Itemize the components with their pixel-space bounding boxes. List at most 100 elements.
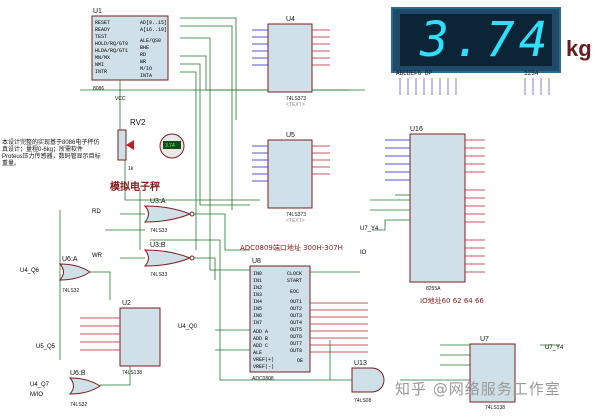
u8-pin-in3: IN3 bbox=[253, 292, 262, 298]
u3a-ref: U3:A bbox=[150, 198, 166, 205]
u6a-type: 74LS32 bbox=[62, 288, 79, 294]
net-wr: WR bbox=[92, 253, 102, 259]
u8-pin-vrefn: VREF(-) bbox=[253, 364, 274, 370]
u8-pin-out5: OUT5 bbox=[290, 327, 302, 333]
u8-pin-start: START bbox=[287, 278, 302, 284]
u1-type: 8086 bbox=[93, 86, 104, 92]
vcc-label: VCC bbox=[115, 96, 126, 102]
u6a-or-gate[interactable]: U6:A 74LS32 bbox=[58, 256, 91, 294]
u13-ref: U13 bbox=[354, 360, 367, 367]
title-analog-scale: 模拟电子秤 bbox=[110, 182, 160, 193]
u7-type: 74LS138 bbox=[485, 405, 505, 411]
net-u7-y4: U7_Y4 bbox=[545, 345, 564, 351]
u8-pin-vrefp: VREF(+) bbox=[253, 357, 274, 363]
u1-pin-mio: M/IO bbox=[140, 66, 152, 72]
rv2-ref: RV2 bbox=[130, 118, 146, 127]
u5-74ls373-chip[interactable]: U5 74LS373 <TEXT> bbox=[267, 132, 313, 224]
u6a-ref: U6:A bbox=[62, 256, 78, 263]
watermark: 知乎 @网络服务工作室 bbox=[395, 380, 561, 398]
net-u5-q5: U5_Q5 bbox=[36, 344, 56, 350]
display-digit-label: 1234 bbox=[524, 70, 539, 77]
u8-adc0808-chip[interactable]: U8 ADC0808 IN0 IN1 IN2 IN3 IN4 IN5 IN6 I… bbox=[249, 258, 311, 382]
u8-pin-oe: OE bbox=[297, 358, 303, 364]
net-m-io: M/IO bbox=[30, 392, 43, 398]
u3b-nor-gate[interactable]: U3:B 74LS33 bbox=[143, 242, 195, 278]
u8-pin-clock: CLOCK bbox=[287, 271, 302, 277]
u8-pin-in1: IN1 bbox=[253, 278, 262, 284]
net-u8-y4: U7_Y4 bbox=[360, 226, 379, 232]
u1-pin-intr: INTR bbox=[95, 69, 107, 75]
u1-pin-ready: READY bbox=[95, 27, 110, 33]
u8-pin-adda: ADD A bbox=[253, 329, 268, 335]
u1-pin-nmi: NMI bbox=[95, 62, 104, 68]
u8-pin-in7: IN7 bbox=[253, 320, 262, 326]
bus-lines bbox=[252, 29, 410, 182]
net-u4-q7: U4_Q7 bbox=[30, 382, 50, 388]
seven-seg-display bbox=[391, 7, 561, 95]
u3a-nor-gate[interactable]: U3:A 74LS33 bbox=[143, 198, 195, 234]
u1-pin-wr: WR bbox=[140, 59, 146, 65]
u13-and-gate[interactable]: U13 74LS08 bbox=[351, 360, 385, 404]
u1-pin-ad: AD[0..15] bbox=[140, 20, 167, 26]
u2-type: 74LS138 bbox=[122, 370, 142, 376]
u8-pin-out8: OUT8 bbox=[290, 348, 302, 354]
u7-ref: U7 bbox=[480, 336, 489, 343]
u1-pin-test: TEST bbox=[95, 34, 107, 40]
u1-pin-inta: INTA bbox=[140, 73, 152, 79]
u5-text: <TEXT> bbox=[286, 218, 305, 224]
u1-pin-rd: RD bbox=[140, 52, 146, 58]
u16-8255a-chip[interactable]: U16 8255A bbox=[409, 126, 466, 292]
u6b-or-gate[interactable]: U6:B 74LS32 bbox=[68, 370, 101, 408]
u4-type: 74LS373 bbox=[286, 96, 306, 102]
u8-pin-eoc: EOC bbox=[290, 289, 299, 295]
u1-8086-chip[interactable]: U1 8086 RESET READY TEST HOLD/RQ/GT0 HLD… bbox=[91, 8, 169, 92]
u1-pin-ale: ALE/QS0 bbox=[140, 38, 161, 44]
u8-pin-in5: IN5 bbox=[253, 306, 262, 312]
net-u4-q6: U4_Q6 bbox=[20, 268, 40, 274]
adc-address-label: ADC0809端口地址 300H-307H bbox=[240, 244, 343, 252]
u3b-ref: U3:B bbox=[150, 242, 166, 249]
u8-pin-out1: OUT1 bbox=[290, 299, 302, 305]
u8-pin-ale: ALE bbox=[253, 350, 262, 356]
u2-74ls138-chip[interactable]: U2 74LS138 bbox=[119, 300, 161, 376]
u8-type: ADC0808 bbox=[252, 376, 274, 382]
u8-pin-out2: OUT2 bbox=[290, 306, 302, 312]
net-io: IO bbox=[360, 250, 367, 256]
display-seg-label: ABCDEFG DP bbox=[396, 70, 433, 77]
u8-pin-out7: OUT7 bbox=[290, 341, 302, 347]
u1-ref: U1 bbox=[93, 8, 102, 15]
net-rd: RD bbox=[92, 209, 101, 215]
display-unit: kg bbox=[566, 36, 592, 61]
rv2-potentiometer[interactable]: RV2 1k VCC bbox=[115, 96, 146, 172]
u6b-type: 74LS32 bbox=[70, 402, 87, 408]
u4-text: <TEXT> bbox=[286, 102, 305, 108]
u4-74ls373-chip[interactable]: U4 74LS373 <TEXT> bbox=[267, 16, 313, 108]
u1-pin-hold: HOLD/RQ/GT0 bbox=[95, 41, 128, 47]
u8-ref: U8 bbox=[252, 258, 261, 265]
u6b-ref: U6:B bbox=[70, 370, 86, 377]
red-pin-lines bbox=[80, 29, 485, 353]
u8-pin-addb: ADD B bbox=[253, 336, 268, 342]
u5-type: 74LS373 bbox=[286, 212, 306, 218]
u1-pin-hlda: HLDA/RQ/GT1 bbox=[95, 48, 128, 54]
rv2-value: 1k bbox=[128, 166, 134, 172]
u4-ref: U4 bbox=[286, 16, 295, 23]
design-note: 本设计完整的实现基于8086电子秤仿真设计；量程0-6kg；所需软件Proteu… bbox=[2, 140, 101, 167]
u8-pin-addc: ADD C bbox=[253, 343, 268, 349]
display-value: 3.74 bbox=[420, 12, 552, 68]
u2-ref: U2 bbox=[122, 300, 131, 307]
net-u4-q0: U4_Q0 bbox=[178, 324, 198, 330]
wire-net bbox=[59, 17, 560, 386]
display-pins bbox=[399, 78, 550, 95]
meter-readout: 3.74 bbox=[165, 143, 175, 149]
u1-pin-bhe: BHE bbox=[140, 45, 149, 51]
u8-pin-in6: IN6 bbox=[253, 313, 262, 319]
u16-type: 8255A bbox=[426, 286, 441, 292]
u8-pin-out3: OUT3 bbox=[290, 313, 302, 319]
u7-74ls138-chip[interactable]: U7 74LS138 bbox=[469, 336, 516, 411]
u5-ref: U5 bbox=[286, 132, 295, 139]
u3a-type: 74LS33 bbox=[150, 228, 167, 234]
u1-pin-mnmx: MN/MX bbox=[95, 55, 110, 61]
